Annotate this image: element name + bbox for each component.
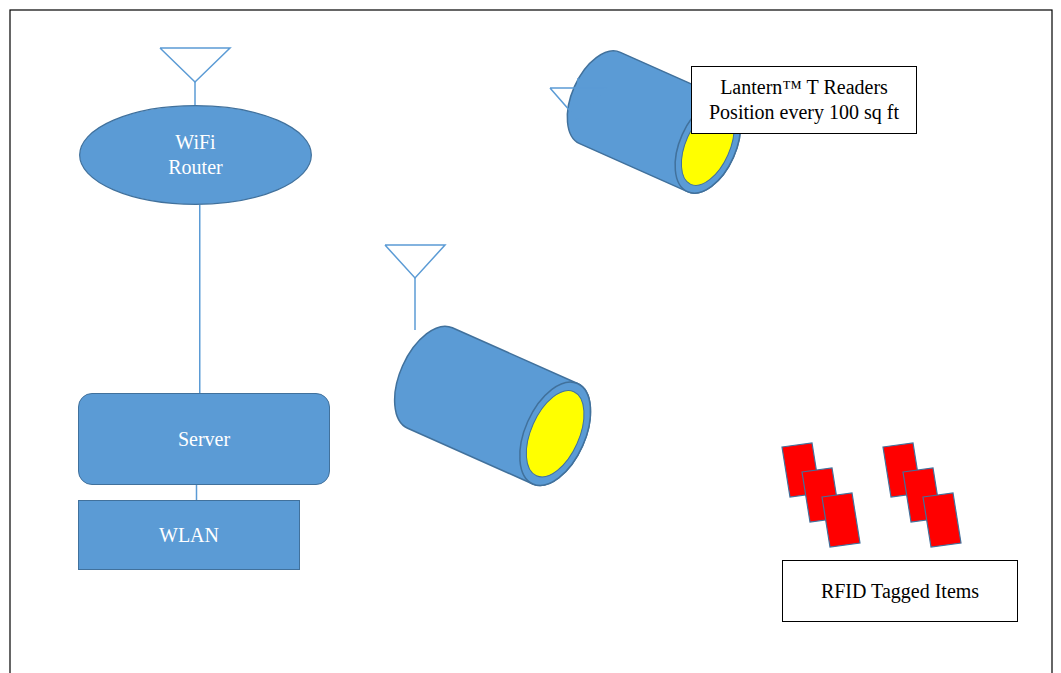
link-line [199, 205, 201, 393]
link-line [196, 485, 198, 500]
node-label: RFID Tagged Items [821, 579, 979, 604]
reader-antenna [385, 245, 445, 330]
page-frame [10, 10, 1052, 673]
router-ellipse: WiFi Router [78, 105, 313, 205]
server-box: Server [78, 393, 330, 485]
node-label: Lantern™ T Readers Position every 100 sq… [702, 75, 906, 125]
node-label: WiFi Router [151, 130, 241, 180]
reader-antenna [550, 78, 606, 120]
wlan-box: WLAN [78, 500, 300, 570]
tag-label-box: RFID Tagged Items [782, 560, 1018, 622]
rfid-tags [782, 443, 961, 547]
ellipse-outline [78, 105, 313, 205]
lantern-reader [380, 316, 605, 497]
router-antenna [160, 48, 230, 105]
reader-note-box: Lantern™ T Readers Position every 100 sq… [691, 66, 917, 134]
node-label: WLAN [159, 523, 219, 548]
node-label: Server [178, 427, 230, 452]
